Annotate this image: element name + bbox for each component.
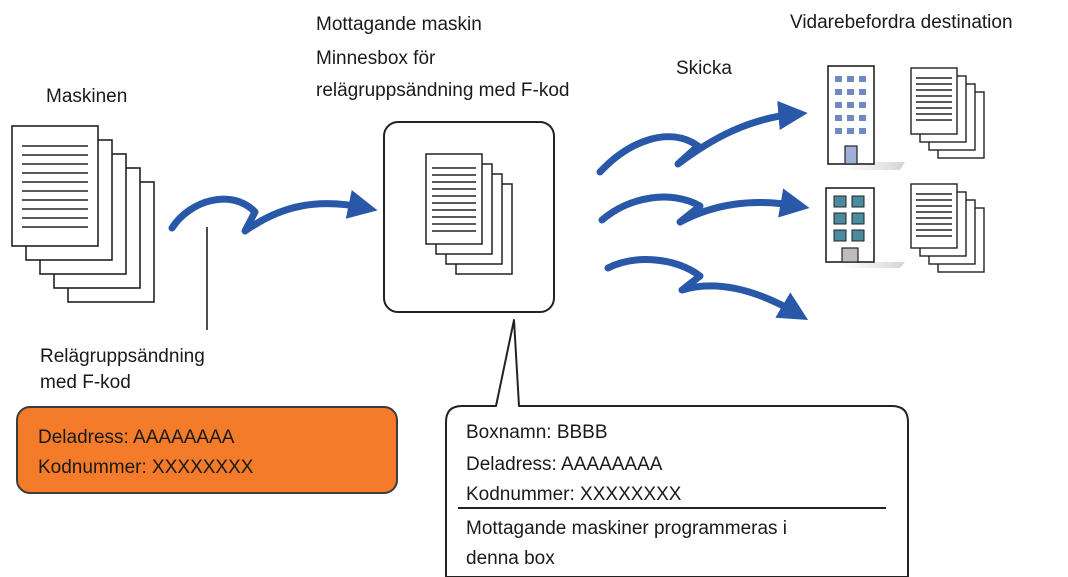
sender-code-number: Kodnummer: XXXXXXXX (38, 457, 254, 478)
receiving-title-line1: Mottagande maskin (316, 14, 482, 35)
office-building-icon (825, 187, 905, 268)
relay-label-line1: Relägruppsändning (40, 346, 205, 367)
forward-arrow-icon-3 (604, 256, 809, 320)
callout-bubble (445, 319, 909, 577)
callout-box-name: Boxnamn: BBBB (466, 422, 608, 443)
callout-subaddress: Deladress: AAAAAAAA (466, 454, 663, 475)
this-machine-label: Maskinen (46, 86, 128, 107)
send-label: Skicka (676, 58, 732, 79)
memory-box-document-stack-icon (425, 153, 513, 275)
callout-note-line2: denna box (466, 548, 555, 569)
sender-settings-box: Deladress: AAAAAAAA Kodnummer: XXXXXXXX (16, 406, 398, 494)
sender-subaddress: Deladress: AAAAAAAA (38, 427, 235, 448)
sender-document-stack-icon (11, 125, 155, 303)
relay-label-line2: med F-kod (40, 372, 131, 393)
callout-code-number: Kodnummer: XXXXXXXX (466, 484, 682, 505)
receiving-title-line3: relägruppsändning med F-kod (316, 80, 570, 101)
forward-arrow-icon-1 (596, 100, 808, 176)
send-arrow-icon (168, 190, 378, 235)
forward-destination-label: Vidarebefordra destination (790, 12, 1013, 33)
destination-document-stack-icon-2 (910, 183, 985, 273)
receiving-title-line2: Minnesbox för (316, 48, 436, 69)
forward-arrow-icon-2 (598, 188, 810, 226)
destination-document-stack-icon-1 (910, 67, 985, 159)
tall-building-icon (827, 65, 905, 170)
callout-note-line1: Mottagande maskiner programmeras i (466, 518, 788, 539)
